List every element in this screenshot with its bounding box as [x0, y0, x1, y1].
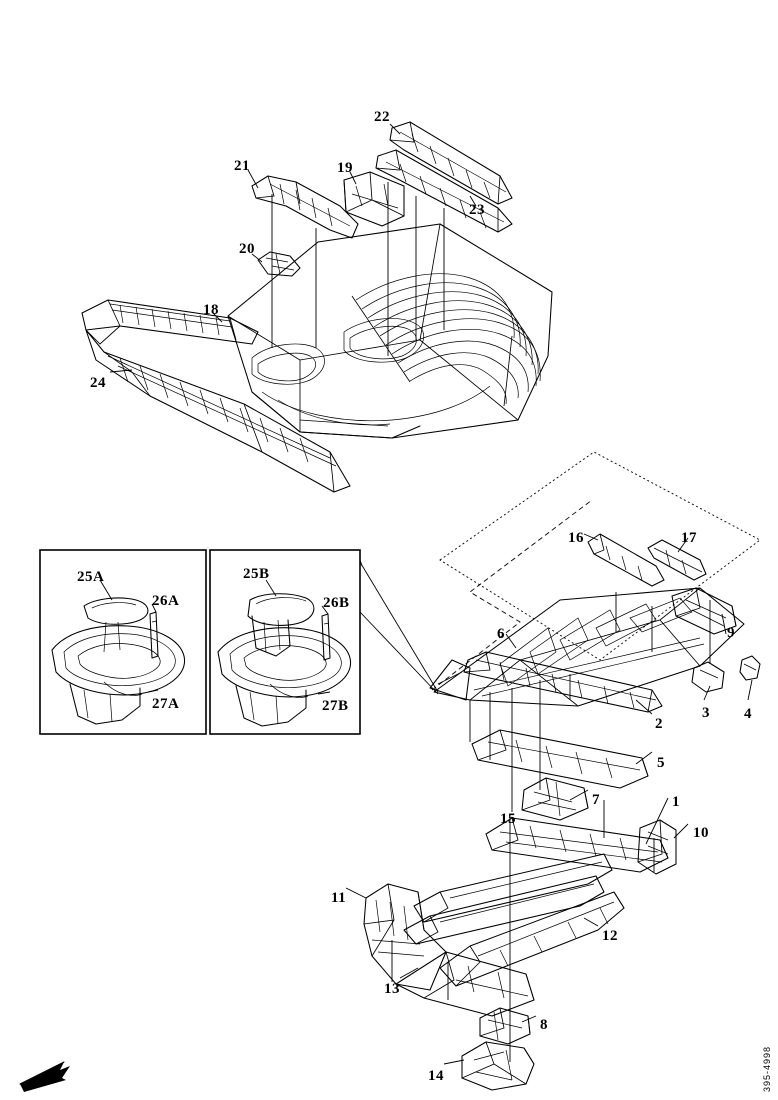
callout-26b: 26B — [323, 595, 350, 611]
callout-11: 11 — [331, 890, 347, 906]
callout-18: 18 — [203, 302, 219, 318]
callout-25a: 25A — [77, 569, 105, 585]
detail-box-a — [39, 549, 207, 735]
callout-8: 8 — [540, 1017, 548, 1033]
callout-10: 10 — [693, 825, 709, 841]
callout-2: 2 — [655, 716, 663, 732]
callout-23: 23 — [469, 202, 485, 218]
callout-19: 19 — [337, 160, 353, 176]
callout-6: 6 — [497, 626, 505, 642]
callout-1: 1 — [672, 794, 680, 810]
diagram-code: 395-4998 — [762, 1045, 772, 1092]
callout-15: 15 — [500, 811, 516, 827]
callout-5: 5 — [657, 755, 665, 771]
callout-24: 24 — [90, 375, 106, 391]
front-direction-arrow — [19, 1061, 70, 1092]
callout-3: 3 — [702, 705, 710, 721]
callout-21: 21 — [234, 158, 250, 174]
callout-26a: 26A — [152, 593, 180, 609]
callout-9: 9 — [727, 625, 735, 641]
detail-box-b — [209, 549, 361, 735]
callout-leaders — [109, 123, 753, 1065]
front-floor-and-side-members-group — [363, 451, 761, 1091]
callout-16: 16 — [568, 530, 584, 546]
callout-13: 13 — [384, 981, 400, 997]
callout-22: 22 — [374, 109, 390, 125]
callout-27b: 27B — [322, 698, 349, 714]
callout-20: 20 — [239, 241, 255, 257]
callout-25b: 25B — [243, 566, 270, 582]
rear-floor-pan-group — [81, 121, 553, 493]
callout-14: 14 — [428, 1068, 444, 1084]
detail-box-leaders — [359, 559, 439, 695]
callout-17: 17 — [681, 530, 697, 546]
callout-27a: 27A — [152, 696, 180, 712]
callout-4: 4 — [744, 706, 752, 722]
callout-12: 12 — [602, 928, 618, 944]
callout-7: 7 — [592, 792, 600, 808]
